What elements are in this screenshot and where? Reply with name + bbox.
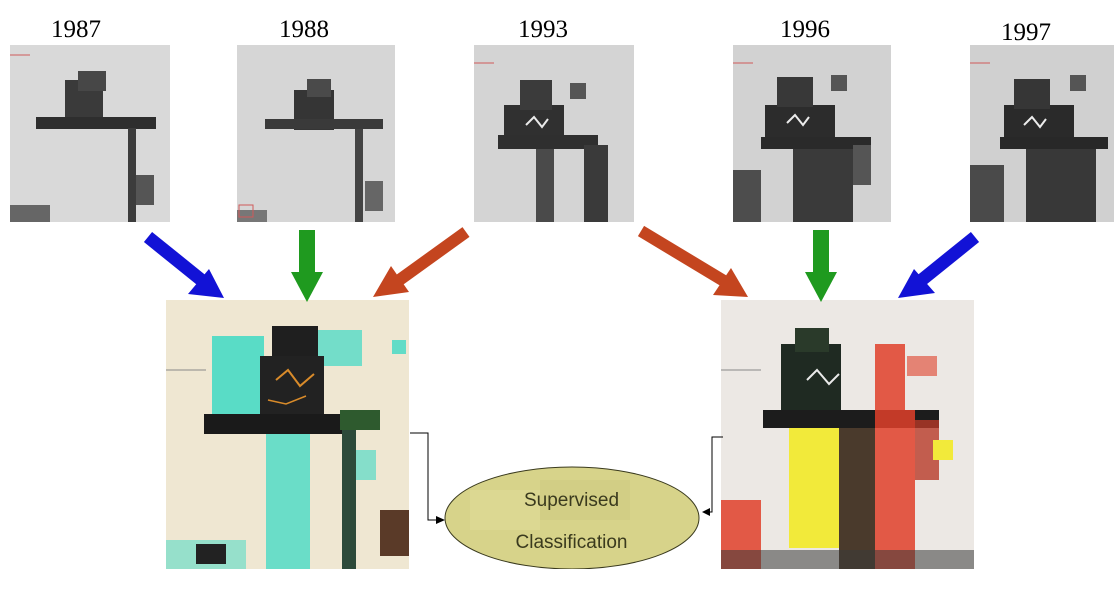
arrow-1988-to-left-composite [291, 230, 323, 302]
satellite-image-1988 [237, 45, 395, 222]
year-label-1993: 1993 [518, 16, 568, 43]
connector-left-to-classification [410, 432, 445, 524]
arrow-1993-to-left-composite [373, 227, 470, 297]
satellite-image-1996 [733, 45, 891, 222]
year-label-1987: 1987 [51, 16, 101, 43]
process-label-line1: Supervised [523, 490, 620, 511]
supervised-classification-node [444, 466, 700, 569]
satellite-image-1997 [970, 45, 1114, 222]
supervised-classification-label: Supervised Classification [443, 490, 700, 600]
process-label-line2: Classification [515, 532, 628, 553]
arrow-1997-to-right-composite [898, 231, 980, 298]
composite-image-left [166, 300, 409, 569]
flow-arrows [143, 225, 980, 569]
satellite-image-1987 [10, 45, 170, 222]
composite-image-right [721, 300, 974, 569]
year-label-1996: 1996 [780, 16, 830, 43]
arrow-1996-to-right-composite [805, 230, 837, 302]
arrow-1987-to-left-composite [143, 231, 224, 298]
year-label-1997: 1997 [1001, 19, 1051, 46]
arrow-1993-to-right-composite [637, 225, 748, 297]
year-label-1988: 1988 [279, 16, 329, 43]
connector-classification-to-right [702, 436, 723, 516]
satellite-image-1993 [474, 45, 634, 222]
